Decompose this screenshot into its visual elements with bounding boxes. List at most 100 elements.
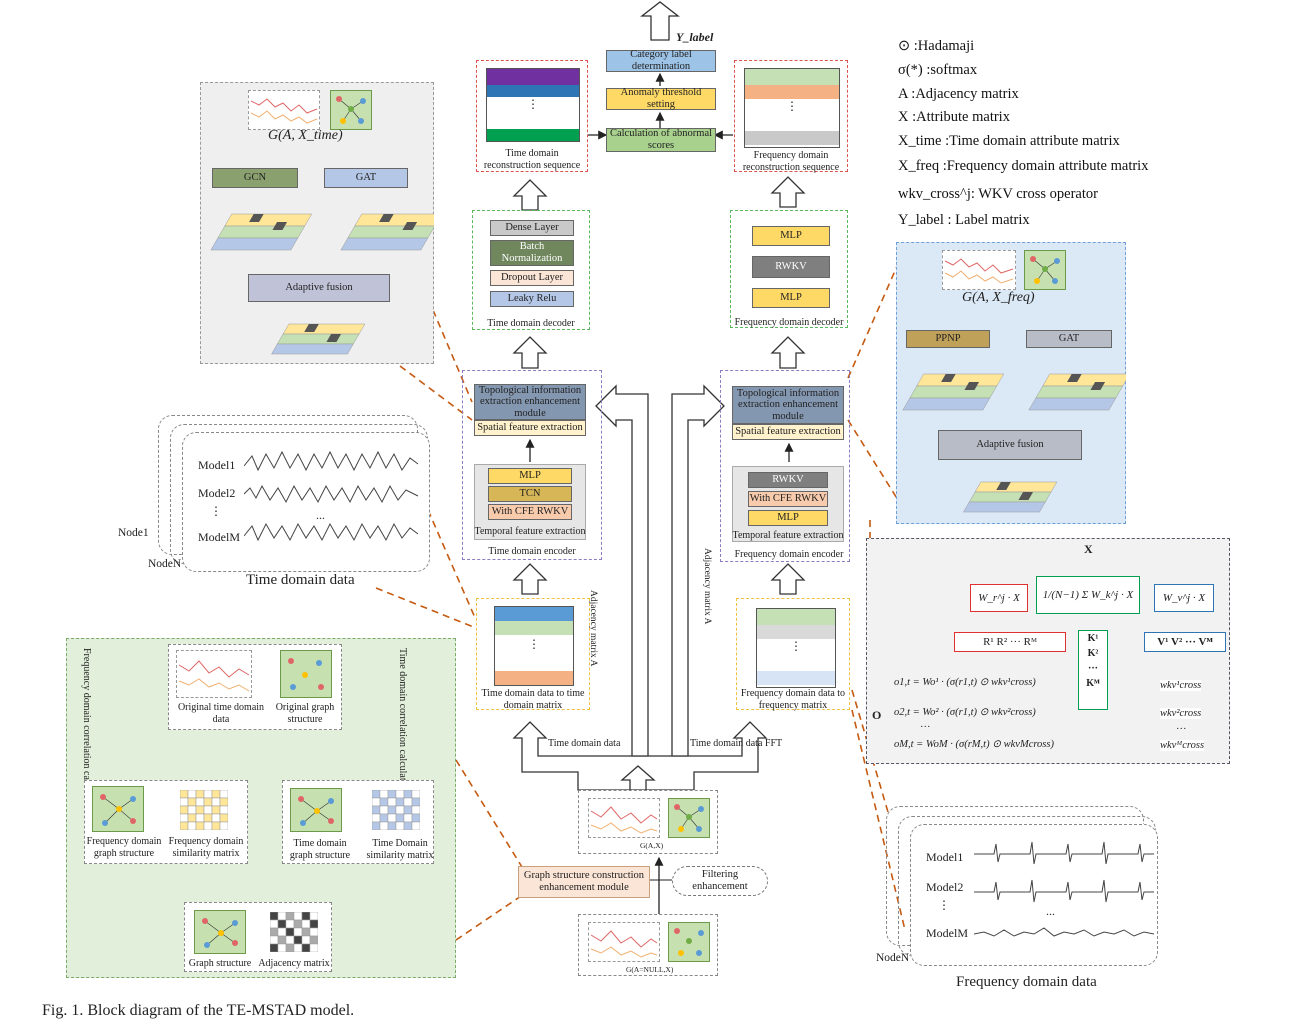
time-recon-label: Time domain reconstruction sequence — [483, 148, 581, 171]
gcn-block: GCN — [212, 168, 298, 188]
time-decoder-panel — [472, 210, 590, 330]
freq-modelm: ModelM — [926, 926, 968, 940]
km: Kᴹ — [1086, 678, 1100, 689]
time-recon-panel — [476, 60, 588, 172]
wv-block: W_v^j · X — [1154, 584, 1214, 612]
filtering-enhancement: Filtering enhancement — [672, 866, 768, 896]
freq-mlp-enc-block: MLP — [748, 510, 828, 526]
time-matrix-label: Time domain data to time domain matrix — [481, 688, 585, 711]
time-temporal-label: Temporal feature extraction — [474, 526, 586, 537]
wr-block: W_r^j · X — [970, 584, 1028, 612]
freq-matrix-label: Frequency domain data to frequency matri… — [740, 688, 846, 711]
original-time-thumbnail — [176, 650, 252, 698]
o-label: O — [872, 708, 882, 722]
time-tcn-block: TCN — [488, 486, 572, 502]
ppnp-block: PPNP — [906, 330, 990, 348]
legend-time-attr: X_time :Time domain attribute matrix — [898, 133, 1120, 149]
freq-corr-label: Frequency domain correlation calculation — [81, 648, 92, 815]
wkv-x: X — [1084, 542, 1093, 556]
adjacency-grid — [270, 912, 318, 952]
gnull-series-thumbnail — [588, 922, 660, 962]
freq-similarity-grid — [180, 790, 228, 830]
category-label-block: Category label determination — [606, 49, 716, 72]
graph-construction-module: Graph structure construction enhancement… — [518, 866, 650, 898]
time-encoder-panel — [462, 370, 602, 560]
g-time-label: G(A, X_time) — [268, 128, 343, 143]
gax-label: G(A,X) — [640, 841, 664, 850]
leaky-relu-block: Leaky Relu — [490, 291, 574, 307]
wkv1-label: wkv¹cross — [1160, 680, 1202, 691]
feature-layers-left — [210, 213, 434, 251]
orig-graph-label: Original graph structure — [275, 702, 335, 725]
time-model2: Model2 — [198, 486, 236, 500]
time-fft-arrow-label: Time domain data FFT — [690, 738, 783, 749]
freq-decoder-panel — [730, 210, 848, 328]
freq-cfe-block: With CFE RWKV — [748, 491, 828, 507]
adjacency-label-b: Adjacency matrix A — [702, 548, 712, 625]
time-matrix-panel — [476, 598, 590, 710]
time-decoder-title: Time domain decoder — [487, 318, 575, 329]
kdots: ··· — [1087, 663, 1098, 674]
v-block: V¹ V² ··· Vᴹ — [1144, 632, 1226, 652]
freq-sim-label: Frequency domain similarity matrix — [168, 836, 244, 859]
freq-waveforms — [974, 841, 1154, 937]
freq-mlp1-block: MLP — [752, 226, 830, 246]
legend-label: Y_label : Label matrix — [898, 212, 1030, 228]
freq-encoder-title: Frequency domain encoder — [734, 549, 844, 560]
legend-softmax: σ(*) :softmax — [898, 62, 978, 78]
output-arrow — [640, 1, 680, 41]
fused-layers-left — [271, 323, 366, 355]
adaptive-fusion-right: Adaptive fusion — [938, 430, 1082, 460]
abnormal-scores-block: Calculation of abnormal scores — [606, 128, 716, 152]
o1-formula: o1,t = Wo¹ · (σ(r1,t) ⊙ wkv¹cross) — [894, 677, 1036, 688]
wk-block: 1/(N−1) Σ W_k^j · X — [1036, 576, 1140, 614]
k-block: K¹ K² ··· Kᴹ — [1078, 630, 1108, 710]
legend-freq-attr: X_freq :Frequency domain attribute matri… — [898, 158, 1149, 174]
k1: K¹ — [1087, 633, 1099, 644]
time-sim-label: Time Domain similarity matrix — [366, 838, 434, 861]
freq-recon-label: Frequency domain reconstruction sequence — [742, 150, 840, 173]
time-encoder-title: Time domain encoder — [488, 546, 576, 557]
freq-dots-h: ... — [1046, 904, 1055, 918]
freq-graph-label: Frequency domain graph structure — [86, 836, 162, 859]
freq-temporal-label: Temporal feature extraction — [732, 530, 844, 541]
freq-rwkv-enc-block: RWKV — [748, 472, 828, 488]
time-mlp-block: MLP — [488, 468, 572, 484]
freq-rwkv-block: RWKV — [752, 256, 830, 278]
freq-data-panel — [910, 824, 1158, 966]
gat-block-right: GAT — [1026, 330, 1112, 348]
om-formula: oM,t = WoM · (σ(rM,t) ⊙ wkvMcross) — [894, 739, 1054, 750]
figure-caption: Fig. 1. Block diagram of the TE-MSTAD mo… — [42, 1002, 355, 1019]
gat-block-left: GAT — [324, 168, 408, 188]
wkv-dots: ··· — [1176, 724, 1187, 735]
time-cfe-block: With CFE RWKV — [488, 504, 572, 520]
freq-graph-thumbnail — [1024, 250, 1066, 290]
r-block: R¹ R² ··· Rᴹ — [954, 632, 1066, 652]
graph-struct-label: Graph structure — [188, 958, 252, 969]
time-model1: Model1 — [198, 458, 236, 472]
original-graph-thumbnail — [280, 650, 332, 698]
freq-data-title: Frequency domain data — [956, 974, 1097, 990]
dots: ⋮ — [790, 639, 802, 653]
time-domain-matrix: ⋮ — [494, 606, 574, 686]
dots: ⋮ — [528, 637, 540, 651]
dense-layer-block: Dense Layer — [490, 220, 574, 236]
time-similarity-grid — [372, 790, 420, 830]
freq-decoder-title: Frequency domain decoder — [734, 317, 844, 328]
time-graph-label: Time domain graph structure — [289, 838, 351, 861]
time-data-title: Time domain data — [246, 572, 355, 588]
freq-series-thumbnail — [942, 250, 1016, 290]
time-data-arrow-label: Time domain data — [548, 738, 621, 749]
adjacency-label-a: Adjacency matrix A — [588, 590, 598, 667]
batch-norm-block: Batch Normalization — [490, 240, 574, 266]
orig-time-label: Original time domain data — [177, 702, 265, 725]
legend-attribute: X :Attribute matrix — [898, 109, 1010, 125]
time-corr-label: Time domain correlation calculation — [397, 648, 408, 794]
freq-dots-v: ⋮ — [938, 898, 950, 912]
adaptive-fusion-left: Adaptive fusion — [248, 274, 390, 302]
wkv2-label: wkv²cross — [1160, 708, 1202, 719]
time-modelm: ModelM — [198, 530, 240, 544]
dots: ⋮ — [786, 99, 798, 113]
freq-topo-block: Topological information extraction enhan… — [732, 386, 844, 424]
gnull-label: G(A=NULL,X) — [626, 965, 674, 974]
